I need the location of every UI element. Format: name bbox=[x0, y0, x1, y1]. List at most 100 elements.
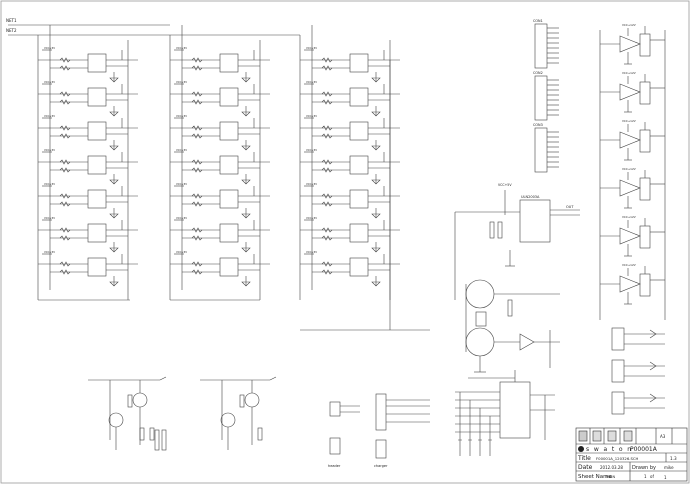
mosfet-ic bbox=[219, 257, 239, 277]
relay-cell: VCC+5V bbox=[170, 216, 270, 253]
relay-cell: VCC+5V bbox=[300, 182, 400, 219]
transistor-3 bbox=[220, 412, 236, 428]
opto-2 bbox=[465, 327, 495, 357]
svg-text:VCC+5V: VCC+5V bbox=[176, 80, 187, 84]
doc-number: P00001A bbox=[630, 446, 658, 453]
relay-cell: VCC+5V bbox=[38, 182, 138, 219]
title-label: Title bbox=[577, 455, 591, 462]
date-label: Date bbox=[578, 464, 593, 471]
svg-text:VCC+5V: VCC+5V bbox=[306, 250, 317, 254]
logo-icon bbox=[578, 446, 584, 452]
regulator-stage: VCC+12V bbox=[600, 263, 665, 305]
svg-text:CON1: CON1 bbox=[533, 19, 543, 23]
relay-cell: VCC+5V bbox=[170, 46, 270, 83]
svg-text:VCC+12V: VCC+12V bbox=[622, 167, 636, 171]
regulator-stage: VCC+12V bbox=[600, 71, 665, 113]
svg-text:VCC+5V: VCC+5V bbox=[44, 216, 55, 220]
tall-header bbox=[534, 75, 548, 121]
charger-label: charger bbox=[374, 464, 388, 468]
page-total: 1 bbox=[664, 475, 667, 480]
charger-connector bbox=[375, 393, 387, 431]
transistor-4 bbox=[244, 392, 260, 408]
svg-text:VCC+5V: VCC+5V bbox=[176, 216, 187, 220]
date-value: 2012.03.28 bbox=[600, 465, 623, 470]
mid-vcc-label: VCC+5V bbox=[498, 183, 512, 187]
svg-text:VCC+5V: VCC+5V bbox=[44, 114, 55, 118]
regulator-stage: VCC+12V bbox=[600, 167, 665, 209]
mosfet-ic bbox=[349, 257, 369, 277]
relay-cell: VCC+5V bbox=[300, 80, 400, 117]
drawn-label: Drawn by bbox=[632, 465, 656, 471]
mosfet-ic bbox=[219, 121, 239, 141]
svg-text:VCC+12V: VCC+12V bbox=[622, 215, 636, 219]
relay-cell: VCC+5V bbox=[300, 148, 400, 185]
opto-1 bbox=[465, 279, 495, 309]
mosfet-ic bbox=[219, 87, 239, 107]
driver-ic-block: ULN2003A OUT VCC+5V bbox=[454, 183, 580, 373]
mosfet-ic bbox=[87, 223, 107, 243]
net-label-1: NET1 bbox=[6, 18, 17, 23]
drawn-value: mike bbox=[664, 465, 674, 470]
relay-cell: VCC+5V bbox=[38, 216, 138, 253]
transistor-circuits bbox=[88, 376, 277, 451]
mosfet-ic bbox=[87, 121, 107, 141]
regulator-stage: VCC+12V bbox=[600, 119, 665, 161]
svg-text:VCC+5V: VCC+5V bbox=[306, 114, 317, 118]
relay-cell: VCC+5V bbox=[170, 114, 270, 151]
mosfet-ic bbox=[349, 223, 369, 243]
svg-text:VCC+5V: VCC+5V bbox=[44, 250, 55, 254]
tall-header bbox=[534, 127, 548, 173]
svg-text:VCC+5V: VCC+5V bbox=[176, 250, 187, 254]
svg-text:VCC+5V: VCC+5V bbox=[44, 46, 55, 50]
logo-text: s w a t o n bbox=[586, 446, 632, 453]
mosfet-ic bbox=[87, 53, 107, 73]
svg-text:VCC+5V: VCC+5V bbox=[44, 148, 55, 152]
tall-header bbox=[534, 23, 548, 69]
mosfet-ic bbox=[349, 121, 369, 141]
svg-text:VCC+5V: VCC+5V bbox=[306, 80, 317, 84]
small-connectors bbox=[611, 327, 665, 415]
svg-text:CON2: CON2 bbox=[533, 71, 543, 75]
relay-cell: VCC+5V bbox=[300, 216, 400, 253]
svg-text:VCC+12V: VCC+12V bbox=[622, 71, 636, 75]
relay-bank-group: VCC+5VVCC+5VVCC+5VVCC+5VVCC+5VVCC+5VVCC+… bbox=[8, 24, 430, 331]
regulator-stack: VCC+12V VCC+12V VCC+12V VCC+12V VCC+12V VCC+1… bbox=[599, 23, 666, 320]
relay-cell: VCC+5V bbox=[38, 250, 138, 287]
svg-text:CON3: CON3 bbox=[533, 123, 543, 127]
title-block bbox=[575, 427, 688, 482]
mosfet-ic bbox=[349, 189, 369, 209]
relay-cell: VCC+5V bbox=[38, 114, 138, 151]
rev-value: 1.3 bbox=[670, 456, 677, 461]
mosfet-ic bbox=[219, 189, 239, 209]
mosfet-ic bbox=[87, 87, 107, 107]
relay-cell: VCC+5V bbox=[170, 148, 270, 185]
sheet-value: MAIN bbox=[606, 475, 615, 479]
svg-text:VCC+5V: VCC+5V bbox=[176, 46, 187, 50]
svg-text:VCC+5V: VCC+5V bbox=[44, 80, 55, 84]
svg-text:VCC+12V: VCC+12V bbox=[622, 23, 636, 27]
header-connector bbox=[329, 401, 341, 417]
mosfet-ic bbox=[219, 223, 239, 243]
transistor-2 bbox=[132, 392, 148, 408]
regulator-stage: VCC+12V bbox=[600, 215, 665, 257]
relay-cell: VCC+5V bbox=[300, 46, 400, 83]
page-label: of bbox=[650, 474, 654, 479]
title-value: F00001A_120326.SCH bbox=[596, 456, 639, 461]
driver-ic bbox=[519, 199, 551, 243]
mosfet-ic bbox=[87, 189, 107, 209]
svg-text:VCC+5V: VCC+5V bbox=[306, 46, 317, 50]
transistor-1 bbox=[108, 412, 124, 428]
mosfet-ic bbox=[219, 155, 239, 175]
bottom-headers: header charger bbox=[328, 393, 430, 468]
bottom-connector-array bbox=[455, 370, 555, 456]
relay-cell: VCC+5V bbox=[300, 250, 400, 287]
regulator-stage: VCC+12V bbox=[600, 23, 665, 65]
mosfet-ic bbox=[349, 87, 369, 107]
driver-ic-name: ULN2003A bbox=[521, 195, 540, 199]
relay-cell: VCC+5V bbox=[38, 46, 138, 83]
relay-cell: VCC+5V bbox=[170, 250, 270, 287]
sheet-label: Sheet Name bbox=[578, 474, 612, 480]
mosfet-ic bbox=[219, 53, 239, 73]
header-label: header bbox=[328, 464, 341, 468]
